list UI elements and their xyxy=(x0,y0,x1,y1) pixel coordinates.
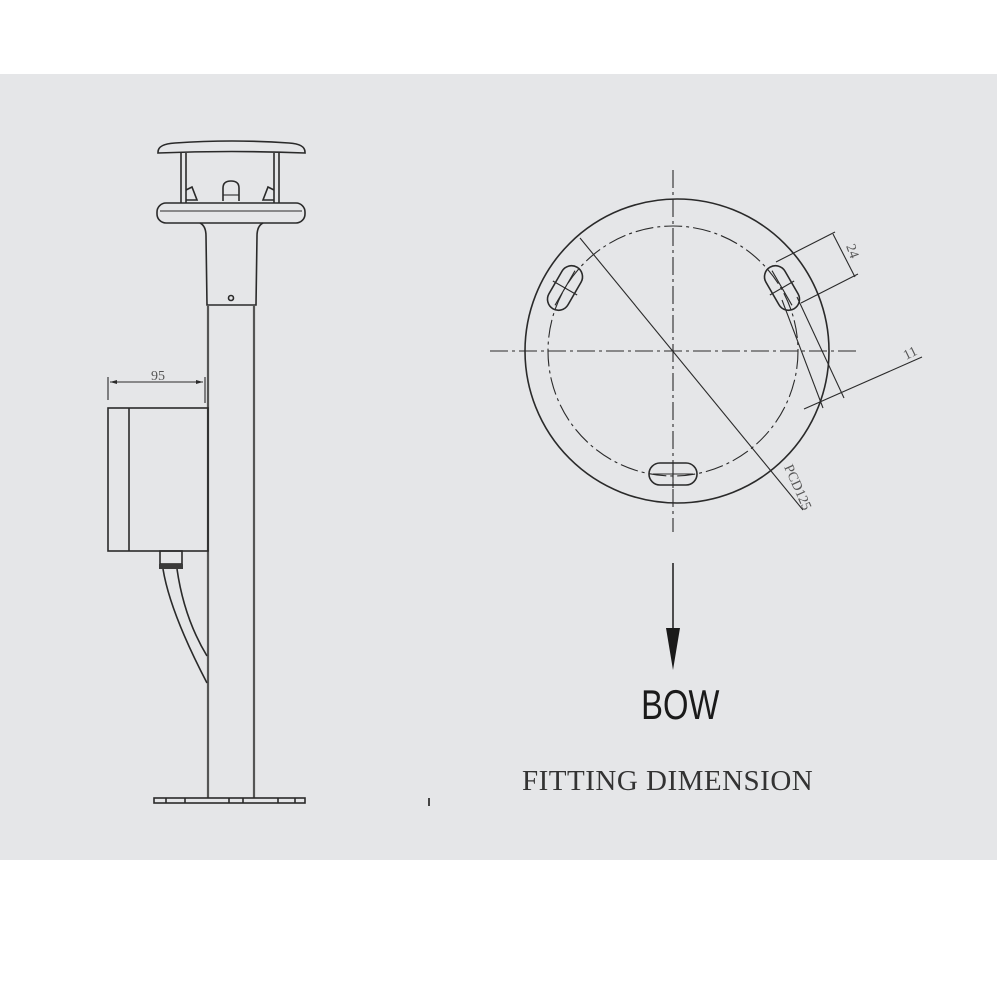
mounting-slot-right xyxy=(763,264,801,312)
sensor-base-disc xyxy=(156,202,306,224)
bow-label: BOW xyxy=(641,681,720,728)
dimension-label-95: 95 xyxy=(151,369,165,384)
junction-box xyxy=(107,407,209,552)
sensor-top-cap xyxy=(157,140,306,154)
fitting-dimension-caption: FITTING DIMENSION xyxy=(522,765,813,797)
drawing-background xyxy=(0,74,997,860)
transducer xyxy=(222,180,240,201)
side-view: 95 xyxy=(107,140,306,804)
plan-view: PCD125 24 11 xyxy=(490,170,923,532)
mounting-slot-bottom xyxy=(648,462,698,488)
mounting-slot-left xyxy=(546,264,584,312)
screw xyxy=(227,294,235,302)
sensor-neck xyxy=(199,222,264,306)
dimension-label-11: 11 xyxy=(901,344,920,363)
dimension-line-24 xyxy=(832,233,856,278)
cable-gland xyxy=(159,550,183,565)
flange-outer-circle xyxy=(524,198,830,504)
dimension-label-24: 24 xyxy=(842,242,861,260)
cable xyxy=(162,568,208,684)
dimension-line-11 xyxy=(803,356,923,410)
pcd-leader-line xyxy=(579,237,804,511)
bow-direction-indicator xyxy=(666,563,680,670)
